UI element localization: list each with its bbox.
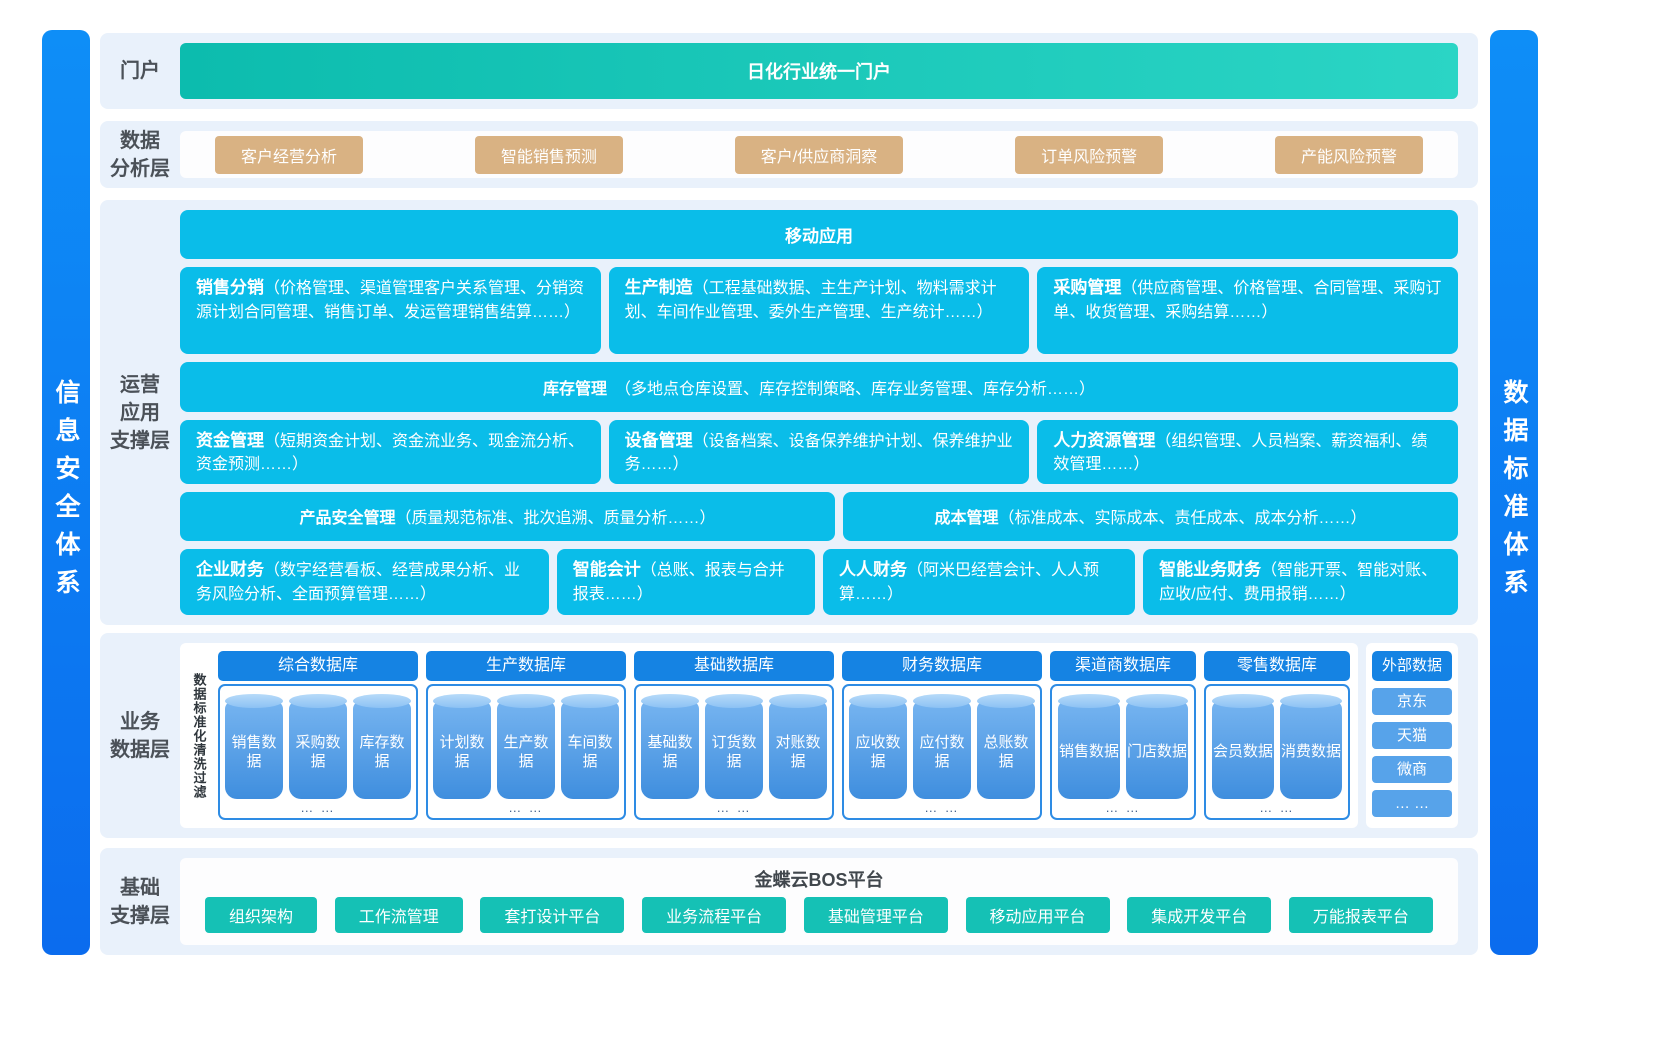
analysis-item-order-risk: 订单风险预警: [1015, 135, 1164, 174]
bos-platform-box: 金蝶云BOS平台 组织架构 工作流管理 套打设计平台 业务流程平台 基础管理平台…: [180, 858, 1458, 945]
cylinder-inventory-data: 库存数据: [353, 694, 411, 799]
data-analysis-layer-label: 数据 分析层: [110, 129, 170, 180]
platform-basic-management: 基础管理平台: [803, 896, 948, 933]
portal-layer-label: 门户: [120, 60, 160, 82]
data-cleaning-strip: 数据标准化清洗过滤: [191, 672, 207, 799]
platform-integration-dev: 集成开发平台: [1127, 896, 1272, 933]
module-cost: 成本管理（标准成本、实际成本、责任成本、成本分析……）: [843, 491, 1458, 542]
platform-org-structure: 组织架构: [205, 896, 318, 933]
platform-business-process: 业务流程平台: [642, 896, 787, 933]
external-source-jd: 京东: [1372, 688, 1452, 715]
more-dots: … …: [1259, 800, 1295, 815]
cylinder-reconciliation-data: 对账数据: [769, 694, 827, 799]
operations-support-layer-label: 运营 应用 支撑层: [110, 373, 170, 452]
cylinder-order-data: 订货数据: [705, 694, 763, 799]
analysis-item-sales-forecast: 智能销售预测: [474, 135, 623, 174]
cylinder-channel-sales-data: 销售数据: [1058, 694, 1120, 799]
module-funds: 资金管理（短期资金计划、资金流业务、现金流分析、资金预测……）: [180, 419, 601, 484]
module-smart-business-finance: 智能业务财务（智能开票、智能对账、应收/应付、费用报销……）: [1143, 549, 1458, 615]
db-production: 生产数据库 计划数据 生产数据 车间数据 … …: [426, 651, 626, 820]
cylinder-basic-data: 基础数据: [641, 694, 699, 799]
module-inventory: 库存管理 （多地点仓库设置、库存控制策略、库存业务管理、库存分析……）: [180, 362, 1458, 412]
analysis-item-capacity-risk: 产能风险预警: [1274, 135, 1423, 174]
analysis-items-box: 客户经营分析 智能销售预测 客户/供应商洞察 订单风险预警 产能风险预警: [180, 131, 1458, 178]
analysis-item-supplier-insight: 客户/供应商洞察: [734, 135, 904, 174]
operations-support-layer: 运营 应用 支撑层 移动应用 销售分销（价格管理、渠道管理客户关系管理、分销资源…: [100, 200, 1478, 625]
module-smart-accounting: 智能会计（总账、报表与合并报表……）: [556, 549, 815, 615]
foundation-support-layer-label: 基础 支撑层: [110, 876, 170, 927]
data-analysis-layer: 数据 分析层 客户经营分析 智能销售预测 客户/供应商洞察 订单风险预警 产能风…: [100, 121, 1478, 188]
more-dots: … …: [924, 800, 960, 815]
module-enterprise-finance: 企业财务（数字经营看板、经营成果分析、业务风险分析、全面预算管理……）: [180, 549, 549, 615]
cylinder-receivable-data: 应收数据: [849, 694, 907, 799]
business-data-layer-label: 业务 数据层: [110, 710, 170, 761]
unified-portal-bar: 日化行业统一门户: [180, 43, 1458, 99]
external-data-header: 外部数据: [1372, 651, 1452, 681]
external-data-panel: 外部数据 京东 天猫 微商 … …: [1366, 643, 1458, 828]
info-security-sidebar: 信息安全体系: [42, 30, 90, 955]
data-standard-sidebar-label: 数据标准体系: [1500, 378, 1528, 607]
cylinder-plan-data: 计划数据: [433, 694, 491, 799]
cylinder-consumption-data: 消费数据: [1280, 694, 1342, 799]
cylinder-payable-data: 应付数据: [913, 694, 971, 799]
platform-workflow: 工作流管理: [334, 896, 463, 933]
more-dots: … …: [300, 800, 336, 815]
module-production: 生产制造（工程基础数据、主生产计划、物料需求计划、车间作业管理、委外生产管理、生…: [608, 267, 1030, 355]
cylinder-procurement-data: 采购数据: [289, 694, 347, 799]
data-standard-sidebar: 数据标准体系: [1490, 30, 1538, 955]
bos-platform-title: 金蝶云BOS平台: [754, 870, 884, 890]
cylinder-production-data: 生产数据: [497, 694, 555, 799]
portal-layer: 门户 日化行业统一门户: [100, 33, 1478, 109]
business-data-layer: 业务 数据层 数据标准化清洗过滤 综合数据库 销售数据 采购数据 库: [100, 633, 1478, 838]
module-sales-distribution: 销售分销（价格管理、渠道管理客户关系管理、分销资源计划合同管理、销售订单、发运管…: [180, 267, 601, 355]
module-product-safety: 产品安全管理（质量规范标准、批次追溯、质量分析……）: [180, 491, 835, 542]
cylinder-sales-data: 销售数据: [225, 694, 283, 799]
more-dots: … …: [716, 800, 752, 815]
db-finance: 财务数据库 应收数据 应付数据 总账数据 … …: [842, 651, 1042, 820]
db-retail: 零售数据库 会员数据 消费数据 … …: [1204, 651, 1350, 820]
external-source-more: … …: [1372, 790, 1452, 817]
external-source-weishang: 微商: [1372, 756, 1452, 783]
cylinder-member-data: 会员数据: [1212, 694, 1274, 799]
module-hr: 人力资源管理（组织管理、人员档案、薪资福利、绩效管理……）: [1037, 419, 1459, 484]
database-area: 数据标准化清洗过滤 综合数据库 销售数据 采购数据 库存数据 … …: [180, 643, 1358, 828]
info-security-sidebar-label: 信息安全体系: [52, 378, 80, 607]
platform-universal-report: 万能报表平台: [1288, 896, 1433, 933]
db-channel: 渠道商数据库 销售数据 门店数据 … …: [1050, 651, 1196, 820]
platform-mobile-app: 移动应用平台: [965, 896, 1110, 933]
analysis-item-customer-analysis: 客户经营分析: [215, 135, 364, 174]
cylinder-workshop-data: 车间数据: [561, 694, 619, 799]
module-everyone-finance: 人人财务（阿米巴经营会计、人人预算……）: [823, 549, 1136, 615]
cylinder-store-data: 门店数据: [1126, 694, 1188, 799]
module-procurement: 采购管理（供应商管理、价格管理、合同管理、采购订单、收货管理、采购结算……）: [1037, 267, 1459, 355]
module-equipment: 设备管理（设备档案、设备保养维护计划、保养维护业务……）: [608, 419, 1030, 484]
more-dots: … …: [508, 800, 544, 815]
foundation-support-layer: 基础 支撑层 金蝶云BOS平台 组织架构 工作流管理 套打设计平台 业务流程平台…: [100, 848, 1478, 955]
db-comprehensive: 综合数据库 销售数据 采购数据 库存数据 … …: [218, 651, 418, 820]
more-dots: … …: [1105, 800, 1141, 815]
external-source-tmall: 天猫: [1372, 722, 1452, 749]
platform-print-design: 套打设计平台: [480, 896, 625, 933]
db-basic: 基础数据库 基础数据 订货数据 对账数据 … …: [634, 651, 834, 820]
cylinder-ledger-data: 总账数据: [977, 694, 1035, 799]
module-mobile-app: 移动应用: [180, 210, 1458, 260]
